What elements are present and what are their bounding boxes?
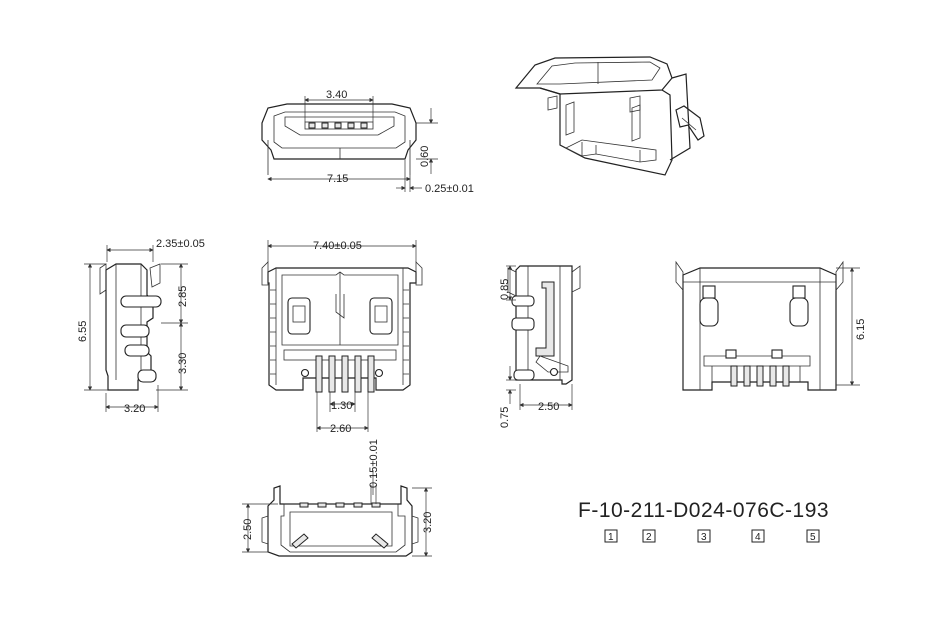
part-index-box-3: 3 [697, 529, 711, 543]
dim-bottom: 0.75 [499, 407, 511, 428]
part-index-label-1: 1 [608, 532, 614, 543]
rear-view: 6.15 [675, 260, 867, 391]
dim-pin-span: 2.60 [330, 423, 351, 435]
side-section-view: 0.85 0.75 2.50 [499, 265, 581, 428]
left-view: 2.35±0.05 6.55 2.85 3.30 3.20 [77, 238, 205, 415]
part-index-label-2: 2 [646, 532, 652, 543]
dim-height: 0.60 [419, 146, 431, 167]
dim-height: 6.15 [855, 319, 867, 340]
dim-wall: 0.15±0.01 [368, 439, 380, 488]
bottom-view: 2.50 3.20 0.15±0.01 [242, 439, 434, 557]
dim-depth: 3.20 [124, 403, 145, 415]
dim-top: 0.85 [499, 279, 511, 300]
dim-height: 6.55 [77, 321, 89, 342]
dim-outer: 3.20 [422, 512, 434, 533]
part-number-block: F-10-211-D024-076C-193 1 2 3 4 5 [578, 499, 829, 543]
part-index-label-3: 3 [701, 532, 707, 543]
part-index-box-4: 4 [751, 529, 765, 543]
dim-upper: 2.85 [177, 286, 189, 307]
top-view: 3.40 7.15 0.60 0.25±0.01 [261, 89, 474, 195]
dim-depth: 2.50 [538, 401, 559, 413]
part-index-box-1: 1 [604, 529, 618, 543]
dim-inner: 2.50 [242, 519, 254, 540]
dim-width: 7.40±0.05 [313, 240, 362, 252]
dim-overall-width: 7.15 [327, 173, 348, 185]
dim-top-offset: 2.35±0.05 [156, 238, 205, 250]
part-index-label-4: 4 [755, 532, 761, 543]
dim-tab: 0.25±0.01 [425, 183, 474, 195]
front-view: 7.40±0.05 1.30 2.60 [261, 240, 423, 435]
dim-lower: 3.30 [177, 353, 189, 374]
dim-slot-width: 3.40 [326, 89, 347, 101]
part-index-box-2: 2 [642, 529, 656, 543]
dim-pitch: 1.30 [331, 400, 352, 412]
part-index-box-5: 5 [806, 529, 820, 543]
part-index-label-5: 5 [810, 532, 816, 543]
isometric-view [514, 56, 705, 176]
part-number: F-10-211-D024-076C-193 [578, 499, 829, 522]
